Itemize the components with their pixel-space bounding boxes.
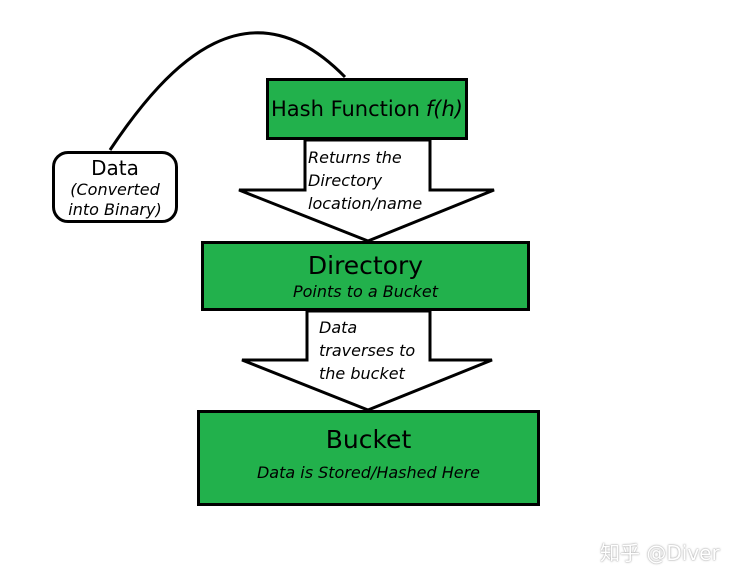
directory-box: Directory Points to a Bucket <box>201 241 530 311</box>
hash-function-symbol: f(h) <box>425 97 463 121</box>
arrow1-label-line: Directory <box>308 171 383 190</box>
watermark: 知乎 @Diver <box>600 541 720 565</box>
arrow2-label-line: traverses to <box>319 341 416 360</box>
arrow2-label-line: Data <box>319 318 358 337</box>
arrow-directory-to-bucket <box>241 309 493 412</box>
bucket-box: Bucket Data is Stored/Hashed Here <box>197 410 540 506</box>
arrow1-label-line: location/name <box>308 194 423 213</box>
arrow2-label-line: the bucket <box>319 364 405 383</box>
data-to-hash-connector <box>108 31 347 151</box>
data-node: Data (Converted into Binary) <box>52 151 178 223</box>
bucket-title: Bucket <box>325 425 412 454</box>
data-node-title: Data <box>91 156 139 180</box>
bucket-subtitle: Data is Stored/Hashed Here <box>256 463 481 482</box>
data-node-subtitle-line1: (Converted <box>70 180 160 199</box>
arrow1-label-line: Returns the <box>308 148 402 167</box>
arrow1-label: Returns the Directory location/name <box>308 146 438 215</box>
arrow2-label: Data traverses to the bucket <box>319 316 449 385</box>
hash-function-label: Hash Function <box>270 97 420 121</box>
arrow-hash-to-directory <box>238 138 495 243</box>
directory-title: Directory <box>307 251 424 280</box>
data-node-subtitle-line2: into Binary) <box>68 200 162 219</box>
directory-subtitle: Points to a Bucket <box>292 282 439 301</box>
